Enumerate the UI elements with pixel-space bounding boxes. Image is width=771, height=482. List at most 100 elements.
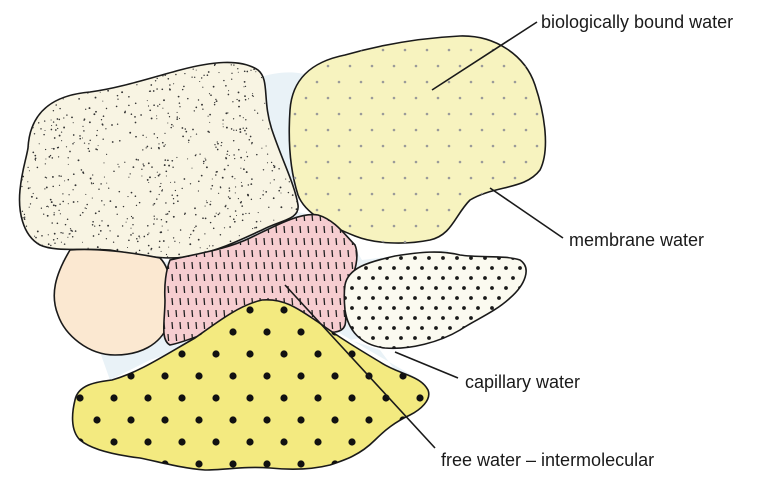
hatch-mark [188, 298, 189, 305]
sand-speck [217, 141, 218, 142]
sand-speck [239, 235, 240, 236]
sand-speck [184, 178, 186, 180]
hatch-mark [276, 226, 277, 233]
sand-speck [21, 143, 22, 144]
sand-speck [142, 135, 143, 136]
sand-speck [100, 63, 101, 64]
sand-speck [251, 143, 252, 144]
sand-speck [158, 175, 160, 177]
capillary-dot [413, 276, 417, 280]
sand-speck [21, 179, 23, 181]
sand-speck [229, 197, 231, 199]
sand-speck [58, 175, 60, 177]
sand-speck [72, 236, 74, 238]
sand-speck [88, 70, 89, 71]
sand-speck [254, 110, 255, 111]
sand-speck [167, 213, 169, 215]
sand-speck [212, 245, 213, 246]
sand-speck [158, 143, 159, 144]
sand-speck [19, 157, 20, 158]
sand-speck [157, 78, 158, 79]
sand-speck [285, 60, 286, 61]
hatch-mark [272, 262, 273, 269]
sand-speck [216, 213, 217, 214]
sand-speck [30, 98, 32, 100]
sand-speck [244, 160, 245, 161]
sand-speck [25, 93, 26, 94]
bio-dot [459, 129, 462, 132]
sand-speck [96, 135, 97, 136]
capillary-dot [413, 256, 417, 260]
sand-speck [175, 190, 176, 191]
hatch-mark [208, 262, 209, 269]
sand-speck [35, 237, 37, 239]
hatch-mark [280, 238, 281, 245]
sand-speck [194, 77, 195, 78]
sand-speck [58, 156, 59, 157]
hatch-mark [188, 274, 189, 281]
sand-speck [31, 84, 33, 86]
hatch-mark [316, 274, 317, 281]
free-water-dot [195, 460, 202, 467]
free-water-dot [76, 394, 83, 401]
sand-speck [58, 210, 59, 211]
sand-speck [119, 191, 121, 193]
bio-dot [426, 145, 429, 148]
sand-speck [45, 149, 46, 150]
bio-dot [536, 209, 539, 212]
bio-dot [547, 129, 550, 132]
sand-speck [87, 93, 88, 94]
capillary-dot [518, 346, 522, 350]
sand-speck [230, 240, 232, 242]
sand-speck [200, 247, 201, 248]
sand-speck [89, 140, 90, 141]
sand-speck [241, 205, 243, 207]
hatch-mark [184, 286, 185, 293]
bio-dot [470, 81, 473, 84]
sand-speck [256, 154, 258, 156]
sand-speck [67, 237, 68, 238]
hatch-mark [172, 274, 173, 281]
capillary-dot [392, 266, 396, 270]
capillary-dot [371, 316, 375, 320]
sand-speck [66, 146, 67, 147]
hatch-mark [288, 262, 289, 269]
bio-dot [481, 97, 484, 100]
sand-speck [73, 122, 74, 123]
sand-speck [117, 214, 118, 215]
hatch-mark [292, 250, 293, 257]
sand-speck [228, 90, 229, 91]
sand-speck [159, 246, 161, 248]
sand-speck [156, 115, 157, 116]
capillary-dot [441, 276, 445, 280]
sand-speck [143, 165, 145, 167]
bio-dot [437, 161, 440, 164]
free-water-dot [178, 350, 185, 357]
free-water-dot [127, 416, 134, 423]
capillary-dot [532, 326, 536, 330]
sand-speck [233, 140, 234, 141]
sand-speck [210, 188, 211, 189]
sand-speck [50, 155, 51, 156]
sand-speck [233, 154, 234, 155]
sand-speck [74, 142, 75, 143]
sand-speck [236, 130, 237, 131]
sand-speck [229, 226, 231, 228]
sand-speck [258, 212, 259, 213]
sand-speck [65, 224, 67, 226]
hatch-mark [328, 286, 329, 293]
sand-speck [39, 87, 40, 88]
hatch-mark [300, 226, 301, 233]
free-water-dot [110, 394, 117, 401]
capillary-dot [434, 286, 438, 290]
sand-speck [64, 62, 66, 64]
sand-speck [37, 167, 39, 169]
bio-dot [393, 193, 396, 196]
bio-dot [426, 49, 429, 52]
free-water-dot [195, 372, 202, 379]
sand-speck [85, 207, 86, 208]
sand-speck [247, 195, 249, 197]
bio-dot [470, 49, 473, 52]
sand-speck [150, 249, 151, 250]
bio-dot [349, 161, 352, 164]
